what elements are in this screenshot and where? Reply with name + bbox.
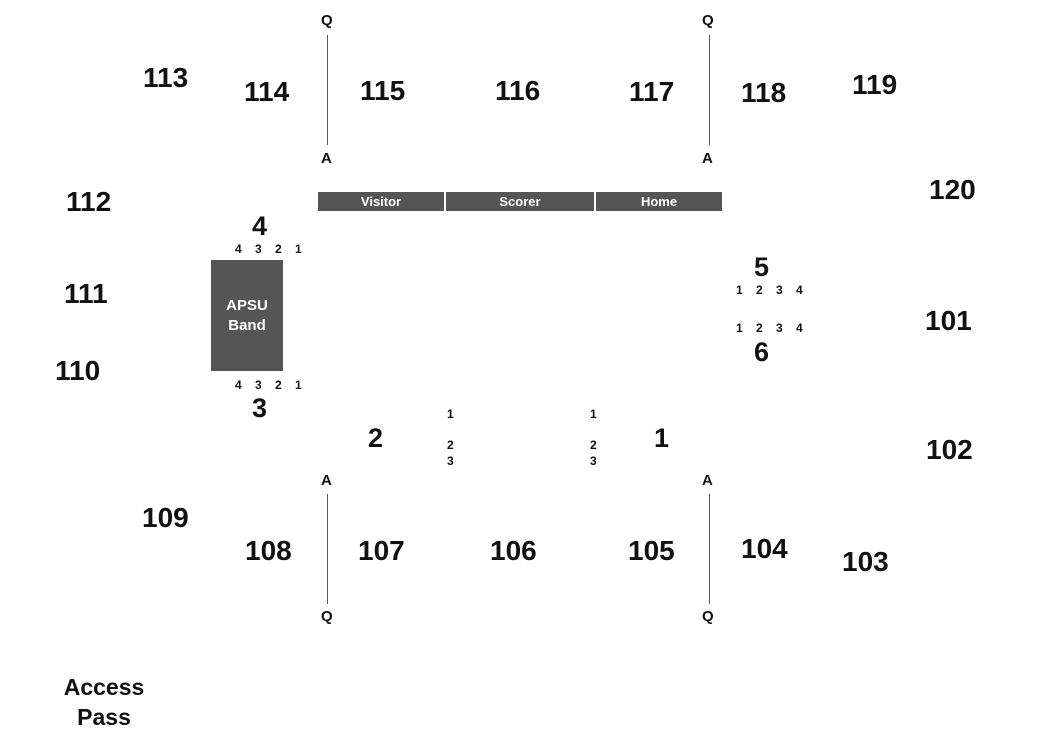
baseline-right-row-2: 2 <box>590 438 597 452</box>
baseline-left-row-2: 2 <box>447 438 454 452</box>
section-109[interactable]: 109 <box>142 502 189 533</box>
aisle-line-bottom-right <box>709 494 710 604</box>
row-label-a-top-left: A <box>321 150 332 167</box>
access-pass-section[interactable]: Access Pass <box>52 672 156 732</box>
scorer-table: Scorer <box>446 192 594 211</box>
section-104[interactable]: 104 <box>741 533 788 564</box>
access-pass-line2: Pass <box>77 704 131 730</box>
baseline-left-row-1: 1 <box>447 407 454 421</box>
aisle-line-top-left <box>327 35 328 145</box>
section-103[interactable]: 103 <box>842 546 889 577</box>
baseline-left-row-3: 3 <box>447 454 454 468</box>
section-116[interactable]: 116 <box>495 75 541 106</box>
aisle-line-bottom-left <box>327 494 328 604</box>
row-label-q-bottom-right: Q <box>702 608 714 625</box>
row-label-q-top-right: Q <box>702 12 714 29</box>
floor-section-5[interactable]: 5 <box>754 252 770 282</box>
section-108[interactable]: 108 <box>245 535 292 566</box>
section-118[interactable]: 118 <box>741 77 787 108</box>
apsu-band-area: APSU Band <box>211 260 283 371</box>
floor-section-2[interactable]: 2 <box>368 423 384 453</box>
floor-section-1[interactable]: 1 <box>654 423 670 453</box>
section-105[interactable]: 105 <box>628 535 675 566</box>
section-114[interactable]: 114 <box>244 76 290 107</box>
row-label-a-bottom-left: A <box>321 472 332 489</box>
aisle-line-top-right <box>709 35 710 145</box>
row-label-a-top-right: A <box>702 150 713 167</box>
section-110[interactable]: 110 <box>55 355 101 386</box>
access-pass-line1: Access <box>63 674 145 700</box>
row-label-q-top-left: Q <box>321 12 333 29</box>
section-120[interactable]: 120 <box>929 174 976 205</box>
band-label-line2: Band <box>228 316 266 334</box>
floor-section-5-seats: 1 2 3 4 <box>736 283 808 297</box>
baseline-right-row-1: 1 <box>590 407 597 421</box>
section-113[interactable]: 113 <box>143 62 189 93</box>
floor-section-4[interactable]: 4 <box>252 211 268 241</box>
section-101[interactable]: 101 <box>925 305 972 336</box>
baseline-right-row-3: 3 <box>590 454 597 468</box>
section-115[interactable]: 115 <box>360 75 406 106</box>
section-119[interactable]: 119 <box>852 69 898 100</box>
visitor-bench: Visitor <box>318 192 444 211</box>
floor-section-3-seats: 4 3 2 1 <box>235 378 307 392</box>
floor-section-3[interactable]: 3 <box>252 393 268 423</box>
floor-section-6-seats: 1 2 3 4 <box>736 321 808 335</box>
row-label-a-bottom-right: A <box>702 472 713 489</box>
section-102[interactable]: 102 <box>926 434 973 465</box>
section-106[interactable]: 106 <box>490 535 537 566</box>
section-117[interactable]: 117 <box>629 76 675 107</box>
band-label-line1: APSU <box>226 296 268 314</box>
home-bench: Home <box>596 192 722 211</box>
row-label-q-bottom-left: Q <box>321 608 333 625</box>
floor-section-4-seats: 4 3 2 1 <box>235 242 307 256</box>
section-112[interactable]: 112 <box>66 186 112 217</box>
floor-section-6[interactable]: 6 <box>754 337 770 367</box>
section-107[interactable]: 107 <box>358 535 405 566</box>
section-111[interactable]: 111 <box>64 278 108 309</box>
